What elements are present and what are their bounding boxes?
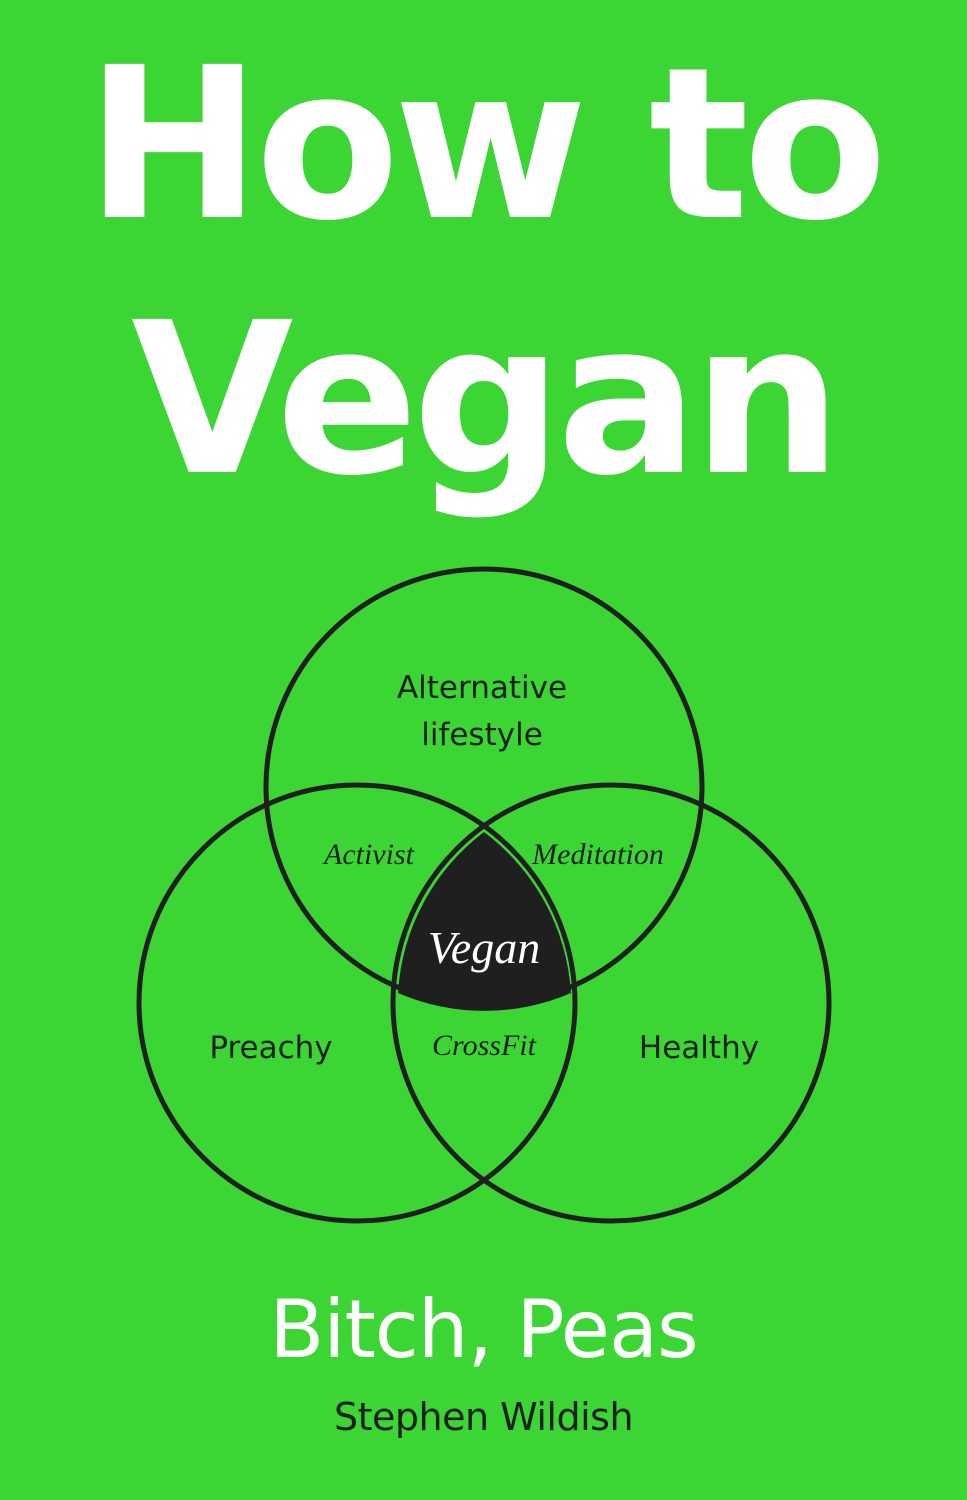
venn-center-region	[398, 832, 571, 1011]
venn-circle-right	[390, 782, 832, 1224]
venn-overlap-activist: Activist	[322, 838, 415, 871]
venn-circle-left	[136, 782, 578, 1224]
venn-overlap-crossfit: CrossFit	[432, 1029, 537, 1062]
venn-circle-top	[263, 566, 705, 1008]
venn-overlap-meditation: Meditation	[531, 838, 664, 871]
title-line-2: Vegan	[131, 277, 842, 522]
venn-label-right: Healthy	[639, 1030, 759, 1066]
title-line-1: How to	[85, 22, 888, 267]
author-name: Stephen Wildish	[333, 1395, 634, 1439]
venn-label-top-2: lifestyle	[421, 717, 543, 753]
venn-label-left: Preachy	[209, 1030, 332, 1066]
venn-center-label: Vegan	[428, 922, 540, 973]
subtitle: Bitch, Peas	[269, 1283, 698, 1376]
venn-label-top-1: Alternative	[397, 670, 567, 706]
